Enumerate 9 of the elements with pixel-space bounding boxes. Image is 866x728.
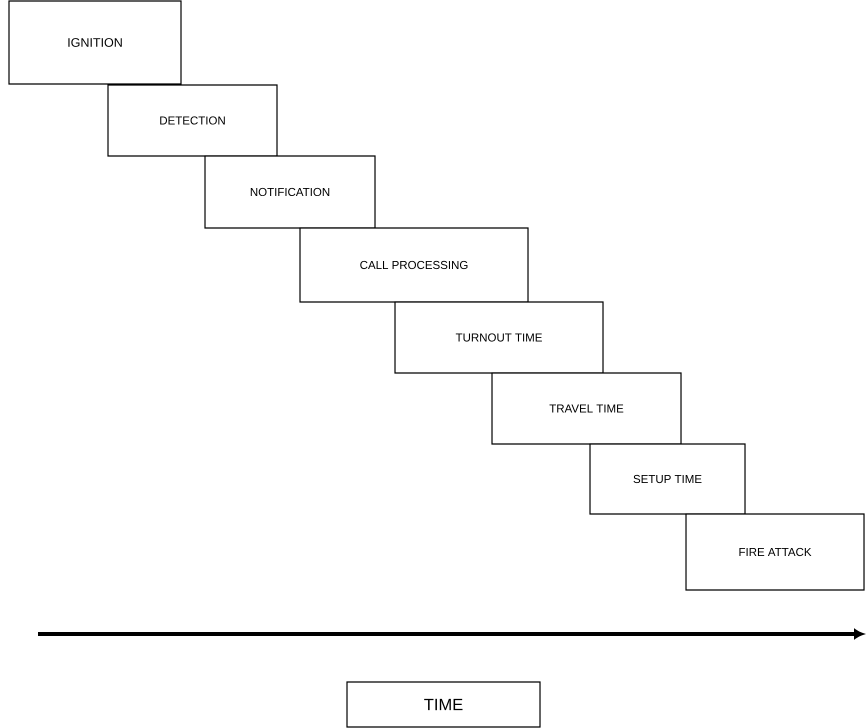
stage-box: TRAVEL TIME [491, 372, 682, 445]
stage-box: IGNITION [8, 0, 182, 85]
stage-box: TURNOUT TIME [394, 301, 604, 374]
stage-box: CALL PROCESSING [299, 227, 529, 303]
stage-box: SETUP TIME [589, 443, 746, 515]
label-box: TIME [346, 681, 541, 728]
stage-box: FIRE ATTACK [685, 513, 865, 591]
stage-box: DETECTION [107, 84, 278, 157]
stage-box: NOTIFICATION [204, 155, 376, 229]
